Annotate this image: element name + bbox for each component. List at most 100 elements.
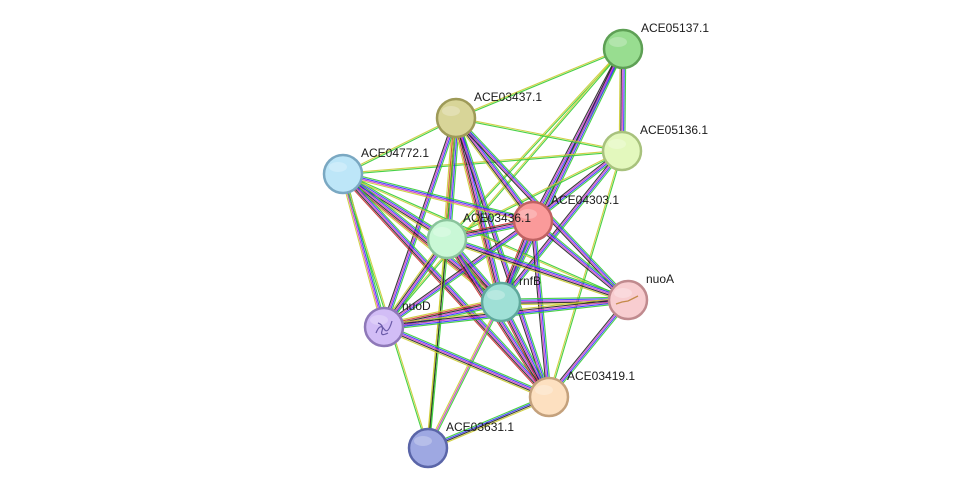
edge-ace05136-1-ace04772-1	[342, 149, 623, 176]
edge-line	[449, 118, 461, 240]
edge-line	[343, 172, 629, 300]
node-ace03436-1[interactable]	[426, 218, 468, 260]
edge-line	[531, 222, 628, 303]
edge-layer	[340, 47, 631, 451]
edge-line	[342, 174, 533, 223]
edge-line	[447, 237, 629, 300]
node-ace04772-1[interactable]	[322, 153, 364, 195]
node-circle[interactable]	[607, 279, 649, 321]
edge-ace03436-1-nuoa	[445, 235, 630, 304]
edge-line	[530, 47, 622, 221]
node-nuod[interactable]	[363, 306, 405, 348]
edge-line	[454, 118, 501, 303]
edge-line	[342, 174, 628, 302]
edge-line	[382, 218, 533, 326]
edge-line	[533, 218, 630, 299]
edge-line	[343, 118, 457, 176]
edge-line	[383, 327, 549, 399]
edge-ace04303-1-nuod	[382, 218, 535, 330]
label-layer: ACE05137.1ACE03437.1ACE05136.1ACE04772.1…	[361, 21, 709, 434]
node-circle[interactable]	[322, 153, 364, 195]
edge-line	[500, 299, 629, 303]
edge-line	[548, 299, 628, 397]
node-circle[interactable]	[601, 130, 643, 172]
edge-line	[428, 397, 550, 450]
edge-line	[427, 238, 448, 449]
edge-ace05137-1-nuod	[383, 48, 624, 328]
edge-nuod-ace03419-1	[382, 323, 551, 401]
node-circle[interactable]	[512, 200, 554, 242]
node-circle[interactable]	[363, 306, 405, 348]
node-ace03419-1[interactable]	[528, 376, 570, 418]
node-ace05136-1[interactable]	[601, 130, 643, 172]
node-rnfb[interactable]	[480, 281, 522, 323]
edge-line	[384, 222, 535, 330]
edge-line	[446, 149, 622, 239]
edge-line	[455, 118, 622, 153]
node-circle[interactable]	[435, 97, 477, 139]
edge-ace05136-1-ace03419-1	[547, 150, 624, 398]
node-highlight	[535, 385, 553, 395]
node-ace03437-1[interactable]	[435, 97, 477, 139]
edge-line	[549, 300, 629, 398]
edge-line	[447, 151, 623, 241]
node-ace05137-1[interactable]	[602, 28, 644, 70]
node-highlight	[370, 315, 388, 325]
edge-nuoa-ace03419-1	[546, 298, 631, 399]
node-highlight	[487, 290, 505, 300]
edge-line	[381, 117, 455, 327]
edge-line	[446, 239, 628, 302]
node-highlight	[614, 288, 632, 298]
node-label-ace05137-1: ACE05137.1	[641, 21, 709, 35]
edge-ace04772-1-ace04303-1	[342, 171, 534, 224]
edge-ace03436-1-ace03631-1	[426, 238, 449, 449]
node-nuoa[interactable]	[607, 279, 649, 321]
node-circle[interactable]	[407, 427, 449, 469]
node-ace04303-1[interactable]	[512, 200, 554, 242]
node-label-nuoa: nuoA	[646, 272, 674, 286]
edge-line	[341, 174, 384, 328]
edge-line	[428, 302, 503, 449]
edge-line	[383, 326, 550, 398]
edge-line	[501, 49, 625, 303]
edge-line	[344, 170, 504, 300]
node-circle[interactable]	[426, 218, 468, 260]
edge-line	[344, 171, 449, 238]
node-circle[interactable]	[602, 28, 644, 70]
edge-rnfb-ace03631-1	[426, 301, 503, 449]
edge-line	[428, 398, 551, 451]
edge-line	[501, 300, 629, 304]
edge-line	[452, 118, 499, 303]
node-highlight	[519, 209, 537, 219]
edge-ace05137-1-ace03437-1	[455, 47, 624, 120]
node-label-nuod: nuoD	[402, 299, 431, 313]
node-highlight	[442, 106, 460, 116]
edge-ace04772-1-nuoa	[342, 172, 629, 302]
node-circle[interactable]	[528, 376, 570, 418]
node-highlight	[609, 37, 627, 47]
edge-line	[550, 300, 631, 399]
edge-line	[500, 298, 628, 302]
node-label-ace03631-1: ACE03631.1	[446, 420, 514, 434]
edge-line	[384, 221, 534, 329]
edge-line	[427, 395, 549, 448]
edge-line	[533, 220, 629, 300]
edge-line	[549, 151, 624, 398]
edge-line	[340, 174, 383, 328]
edge-line	[428, 239, 449, 449]
edge-line	[343, 151, 623, 176]
edge-line	[448, 118, 459, 240]
edge-line	[382, 329, 549, 401]
edge-line	[427, 301, 502, 449]
protein-structure-icon	[615, 295, 639, 305]
edge-line	[383, 219, 533, 327]
node-highlight	[608, 139, 626, 149]
edge-line	[426, 394, 549, 447]
edge-line	[453, 119, 532, 224]
node-circle[interactable]	[480, 281, 522, 323]
edge-ace04303-1-ace03419-1	[530, 220, 552, 398]
edge-line	[455, 47, 623, 118]
edge-line	[342, 175, 533, 224]
node-ace03631-1[interactable]	[407, 427, 449, 469]
